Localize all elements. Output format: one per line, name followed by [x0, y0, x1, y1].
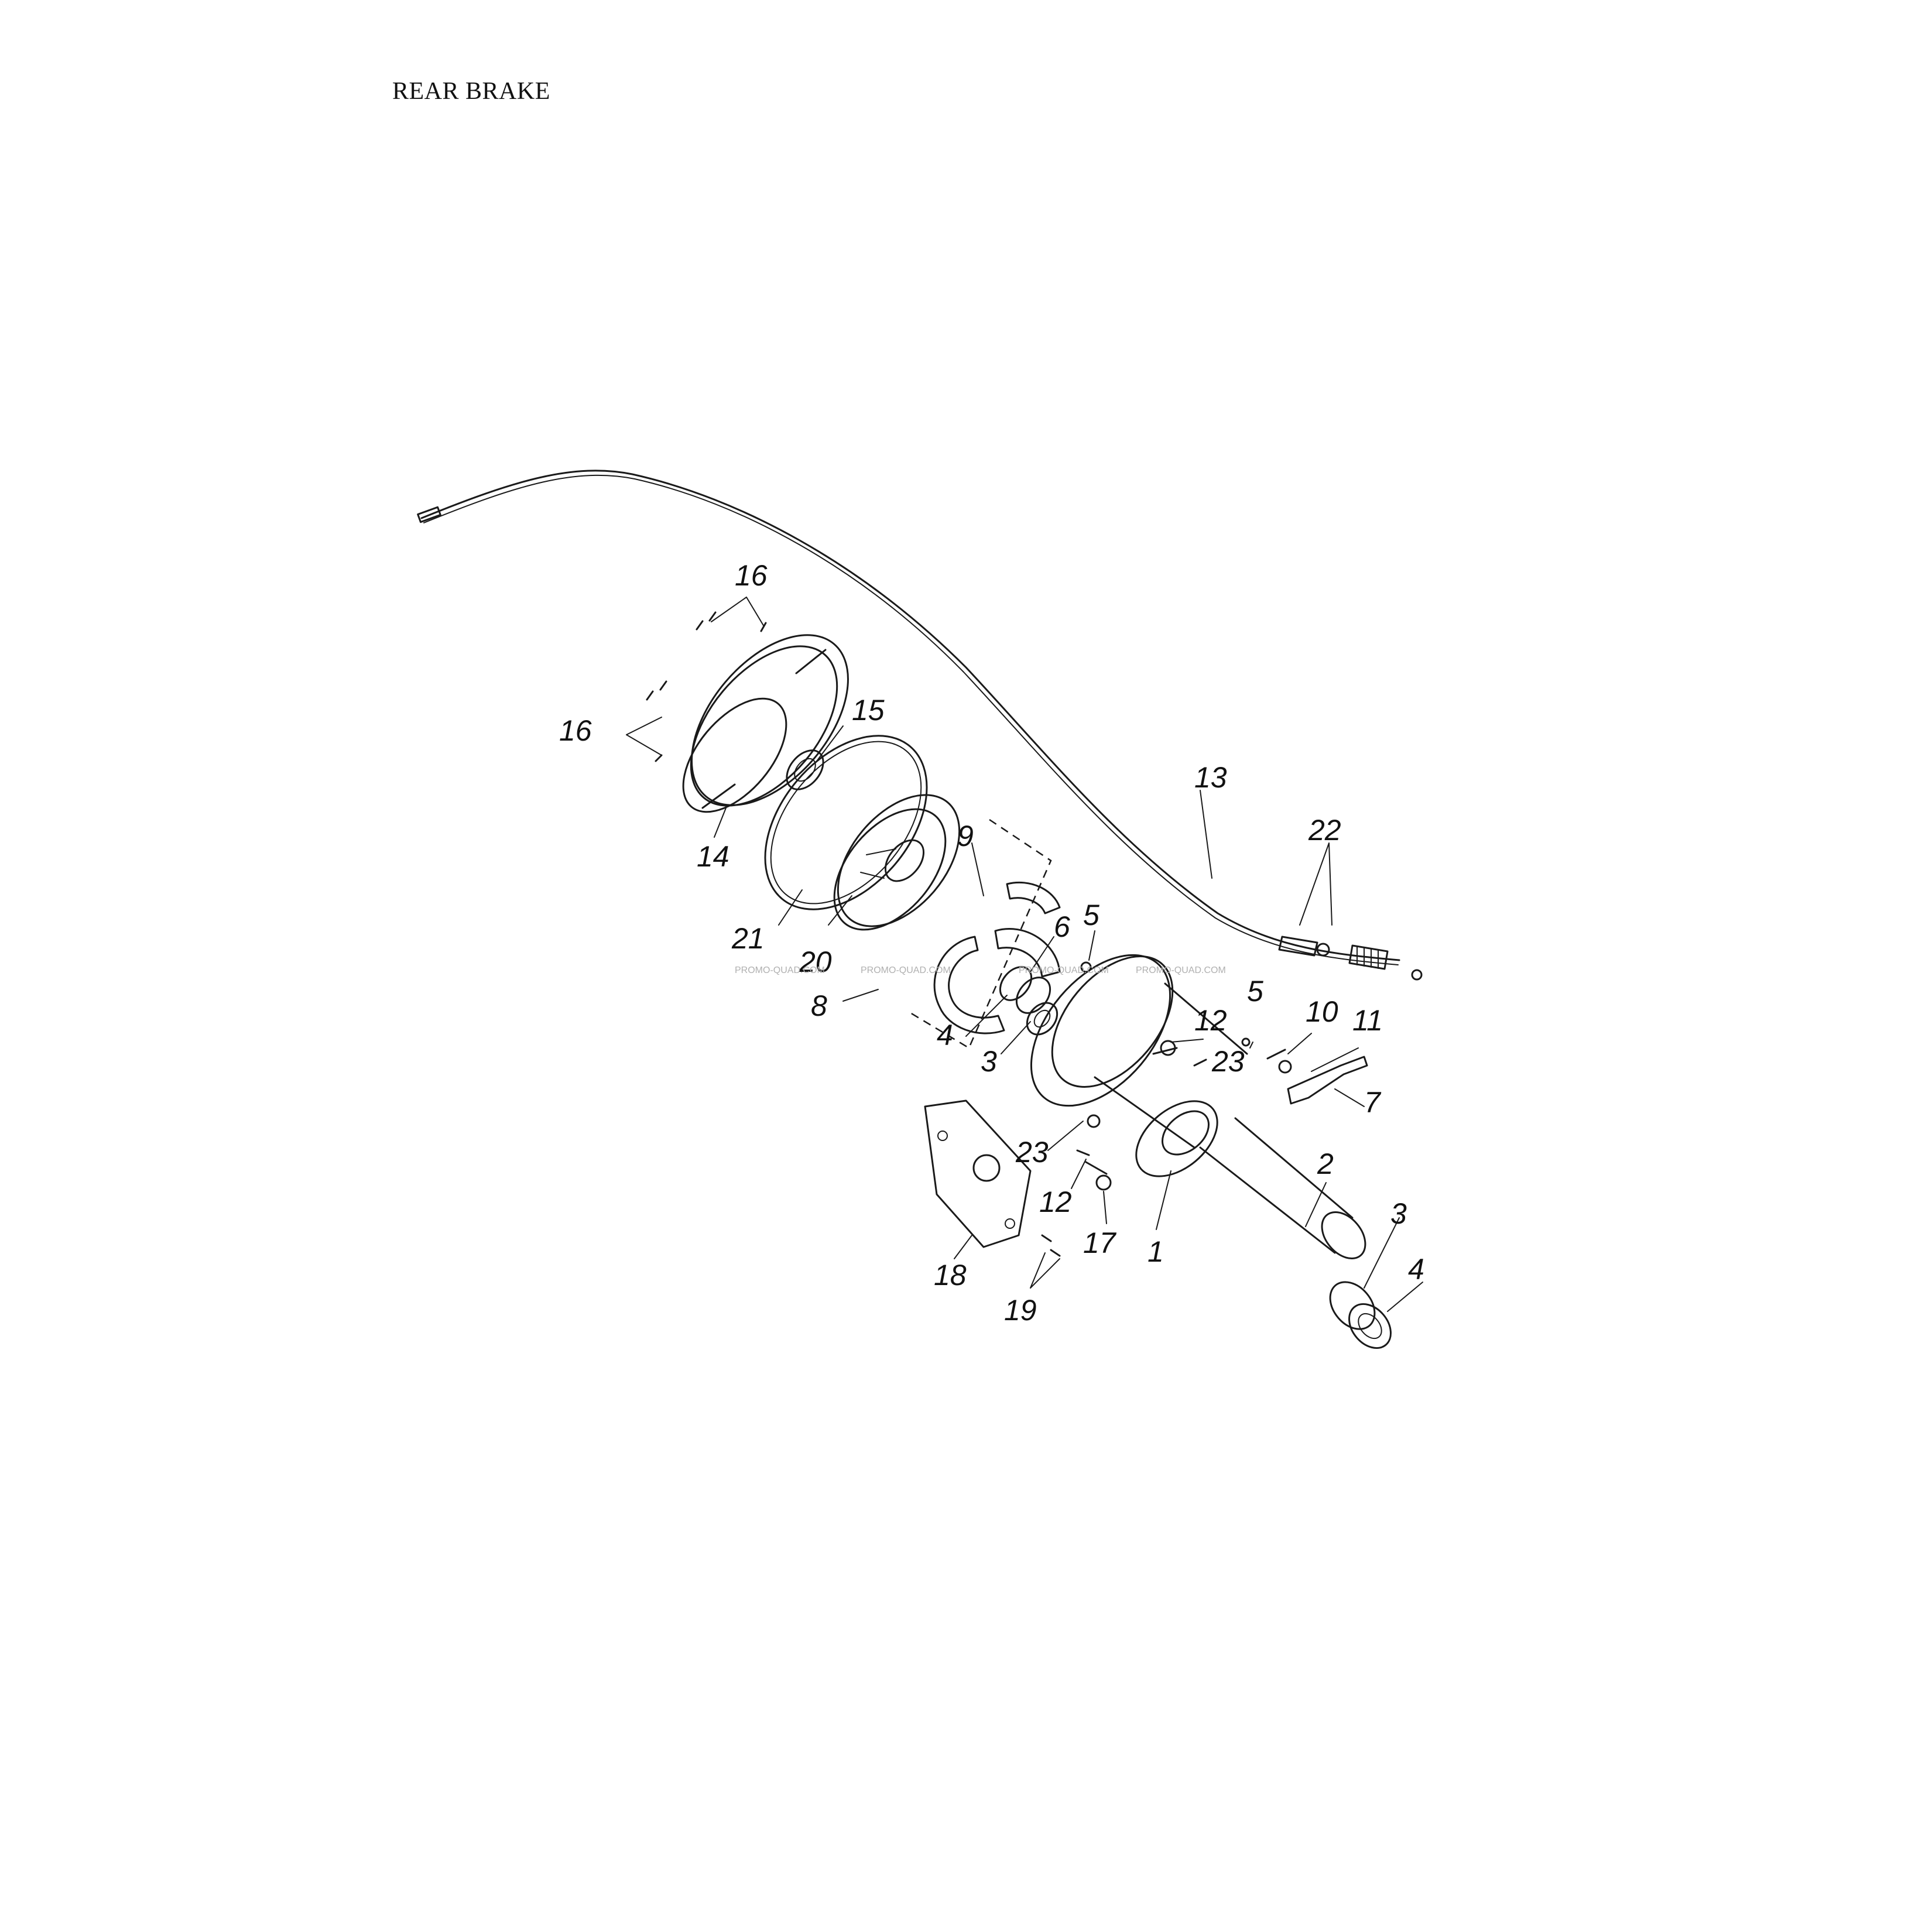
callout-16-left: 16: [559, 714, 592, 747]
callout-6: 6: [1054, 910, 1070, 943]
callout-labels: 16 16 15 14 21 20 8 9 6 5 4 3 13 22 12 5…: [559, 559, 1424, 1327]
callout-23-left: 23: [1015, 1136, 1049, 1169]
callout-13: 13: [1194, 761, 1227, 794]
callout-22: 22: [1308, 814, 1341, 847]
callout-11: 11: [1352, 1004, 1383, 1037]
leader-lines: [626, 597, 1423, 1312]
brake-arm: [1266, 1049, 1368, 1105]
callout-14: 14: [697, 840, 729, 873]
oil-seal: [786, 749, 824, 790]
callout-21: 21: [731, 922, 765, 955]
callout-12-top: 12: [1194, 1004, 1227, 1037]
callout-9: 9: [957, 820, 974, 852]
callout-18: 18: [934, 1259, 967, 1292]
callout-10: 10: [1306, 995, 1338, 1028]
watermark-4: PROMO-QUAD.COM: [1136, 965, 1226, 975]
callout-19: 19: [1004, 1294, 1037, 1327]
cable-adjuster: [1278, 936, 1423, 981]
callout-8: 8: [811, 989, 827, 1022]
brake-cable: [417, 470, 1400, 965]
brake-panel: [833, 794, 961, 931]
callout-5-left: 5: [1083, 899, 1099, 931]
callout-5-right: 5: [1247, 975, 1263, 1008]
end-seals: [1329, 1281, 1392, 1349]
callout-3-left: 3: [981, 1045, 997, 1078]
brake-shoe-assembly: [910, 818, 1061, 1049]
cover-plate: [924, 1099, 1032, 1248]
callout-17: 17: [1083, 1227, 1117, 1259]
callout-15: 15: [852, 694, 885, 727]
callout-1: 1: [1147, 1235, 1164, 1268]
cable-end-fitting: [417, 506, 441, 523]
watermark-2: PROMO-QUAD.COM: [861, 965, 951, 975]
drum-screws: [646, 611, 767, 762]
gasket: [764, 735, 928, 910]
axle-housing: [1030, 954, 1248, 1177]
callout-12-bottom: 12: [1039, 1186, 1072, 1218]
callout-4-left: 4: [937, 1019, 953, 1051]
axle-tube: [1199, 1117, 1366, 1259]
callout-16-top: 16: [735, 559, 768, 592]
callout-7: 7: [1364, 1086, 1382, 1119]
diagram-title: REAR BRAKE: [392, 78, 550, 105]
callout-4-right: 4: [1408, 1253, 1424, 1286]
callout-3-right: 3: [1390, 1197, 1407, 1230]
fasteners: [1041, 1037, 1251, 1257]
callout-2: 2: [1317, 1147, 1334, 1180]
callout-20: 20: [799, 946, 832, 978]
watermark-3: PROMO-QUAD.COM: [1019, 965, 1109, 975]
watermarks: PROMO-QUAD.COM PROMO-QUAD.COM PROMO-QUAD…: [735, 965, 1226, 975]
brake-drum: [682, 634, 849, 813]
callout-23-right: 23: [1211, 1045, 1245, 1078]
watermark-1: PROMO-QUAD.COM: [735, 965, 825, 975]
